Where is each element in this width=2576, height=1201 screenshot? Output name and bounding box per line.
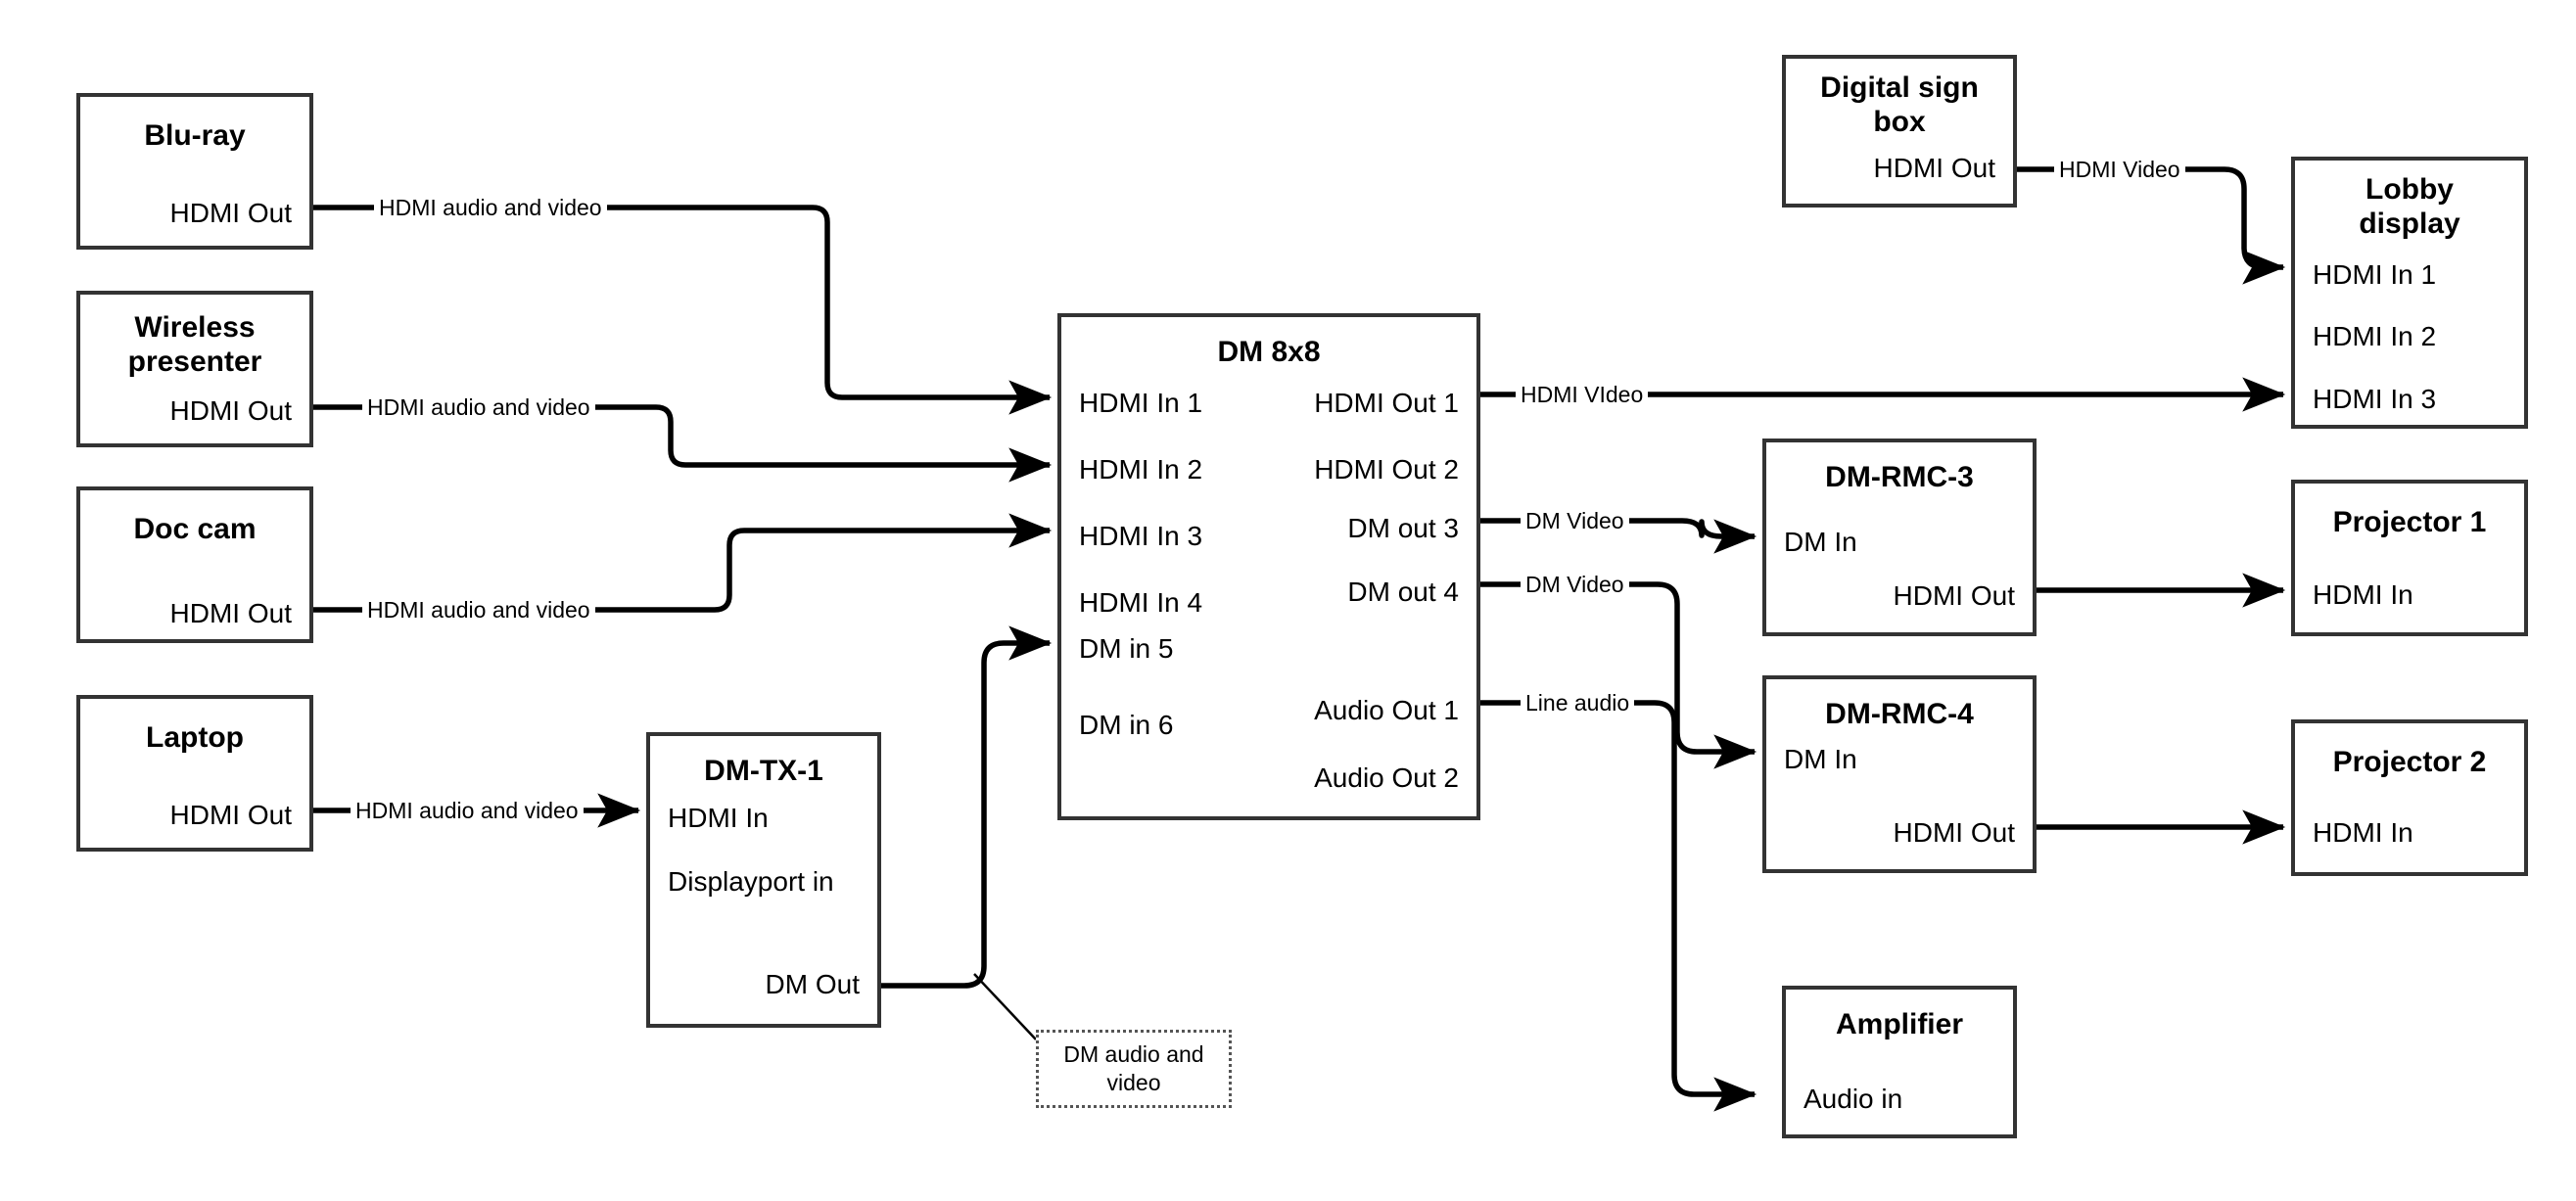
node-dm-tx-1[interactable]: DM-TX-1 HDMI In Displayport in DM Out (646, 732, 881, 1028)
port-dm-in[interactable]: DM In (1784, 744, 1857, 774)
node-title: DM-RMC-3 (1825, 461, 1974, 493)
node-doc-cam[interactable]: Doc cam HDMI Out (76, 486, 313, 643)
port-hdmi-out[interactable]: HDMI Out (169, 800, 292, 830)
wire-label-laptop-to-tx: HDMI audio and video (351, 798, 584, 824)
wire-label-dm-out3-to-rmc3: DM Video (1521, 508, 1629, 534)
port-hdmi-in-1[interactable]: HDMI In 1 (2313, 259, 2437, 290)
callout-dm-audio-and-video: DM audio and video (1036, 1030, 1232, 1108)
wire-label-wireless-to-dm-in2: HDMI audio and video (362, 394, 595, 421)
wire-audio-out1-to-amp (1480, 700, 1757, 1112)
callout-label: DM audio and video (1063, 1041, 1204, 1095)
wire-label-audio-out1-to-amp: Line audio (1521, 690, 1635, 716)
port-hdmi-out[interactable]: HDMI Out (169, 395, 292, 426)
port-audio-out-2[interactable]: Audio Out 2 (1314, 762, 1459, 793)
node-title: Wireless presenter (127, 311, 262, 379)
port-hdmi-out-2[interactable]: HDMI Out 2 (1314, 454, 1459, 485)
node-amplifier[interactable]: Amplifier Audio in (1782, 986, 2017, 1138)
wire-label-doccam-to-dm-in3: HDMI audio and video (362, 597, 595, 624)
port-hdmi-in-1[interactable]: HDMI In 1 (1079, 388, 1203, 418)
wire-label-sign-to-lobby-in1: HDMI Video (2054, 157, 2185, 183)
node-title: Projector 1 (2332, 506, 2487, 538)
port-displayport-in[interactable]: Displayport in (668, 866, 834, 897)
node-title: Amplifier (1835, 1008, 1964, 1040)
node-projector-2[interactable]: Projector 2 HDMI In (2291, 719, 2528, 876)
port-dm-in[interactable]: DM In (1784, 527, 1857, 557)
wire-label-dm-out1-to-lobby-in3: HDMI VIdeo (1516, 382, 1649, 408)
node-blu-ray[interactable]: Blu-ray HDMI Out (76, 93, 313, 250)
wire-label-dm-out4-to-rmc4: DM Video (1521, 572, 1629, 598)
port-hdmi-out[interactable]: HDMI Out (169, 598, 292, 628)
wire-sign-to-lobby-in1 (2017, 166, 2286, 285)
port-dm-out-4[interactable]: DM out 4 (1347, 577, 1459, 607)
node-title: DM-RMC-4 (1825, 698, 1974, 730)
callout-leader-line (973, 973, 1037, 1040)
port-hdmi-out[interactable]: HDMI Out (1873, 153, 1995, 183)
port-hdmi-in-4[interactable]: HDMI In 4 (1079, 587, 1203, 618)
port-audio-out-1[interactable]: Audio Out 1 (1314, 695, 1459, 725)
node-title: Lobby display (2359, 173, 2460, 241)
node-title: Projector 2 (2332, 746, 2487, 778)
node-projector-1[interactable]: Projector 1 HDMI In (2291, 480, 2528, 636)
node-title: Digital sign box (1820, 71, 1979, 139)
port-dm-in-5[interactable]: DM in 5 (1079, 633, 1174, 664)
node-lobby-display[interactable]: Lobby display HDMI In 1 HDMI In 2 HDMI I… (2291, 157, 2528, 429)
node-title: Doc cam (133, 513, 257, 545)
node-digital-sign-box[interactable]: Digital sign box HDMI Out (1782, 55, 2017, 208)
node-title: DM 8x8 (1217, 336, 1321, 368)
wire-tx-to-dm-in5 (881, 625, 1053, 989)
wire-label-bluray-to-dm-in1: HDMI audio and video (374, 195, 607, 221)
port-dm-out-3[interactable]: DM out 3 (1347, 513, 1459, 543)
port-hdmi-in[interactable]: HDMI In (2313, 579, 2413, 610)
node-title: Blu-ray (144, 119, 246, 152)
port-hdmi-in[interactable]: HDMI In (2313, 817, 2413, 848)
node-wireless-presenter[interactable]: Wireless presenter HDMI Out (76, 291, 313, 447)
port-audio-in[interactable]: Audio in (1803, 1084, 1903, 1114)
node-dm-8x8[interactable]: DM 8x8 HDMI In 1 HDMI In 2 HDMI In 3 HDM… (1057, 313, 1480, 820)
port-hdmi-in[interactable]: HDMI In (668, 803, 769, 833)
wire-bluray-to-dm-in1 (313, 205, 1053, 415)
port-hdmi-out[interactable]: HDMI Out (1893, 580, 2015, 611)
port-hdmi-out-1[interactable]: HDMI Out 1 (1314, 388, 1459, 418)
node-title: DM-TX-1 (704, 755, 823, 787)
port-hdmi-in-3[interactable]: HDMI In 3 (2313, 384, 2437, 414)
port-hdmi-in-2[interactable]: HDMI In 2 (1079, 454, 1203, 485)
node-laptop[interactable]: Laptop HDMI Out (76, 695, 313, 852)
port-dm-in-6[interactable]: DM in 6 (1079, 710, 1174, 740)
port-hdmi-out[interactable]: HDMI Out (169, 198, 292, 228)
node-title: Laptop (146, 721, 244, 754)
port-dm-out[interactable]: DM Out (765, 969, 860, 999)
port-hdmi-in-3[interactable]: HDMI In 3 (1079, 521, 1203, 551)
port-hdmi-out[interactable]: HDMI Out (1893, 817, 2015, 848)
port-hdmi-in-2[interactable]: HDMI In 2 (2313, 321, 2437, 351)
node-dm-rmc-4[interactable]: DM-RMC-4 DM In HDMI Out (1762, 675, 2037, 873)
node-dm-rmc-3[interactable]: DM-RMC-3 DM In HDMI Out (1762, 439, 2037, 636)
wire-dm-out4-to-rmc4 (1480, 581, 1757, 769)
